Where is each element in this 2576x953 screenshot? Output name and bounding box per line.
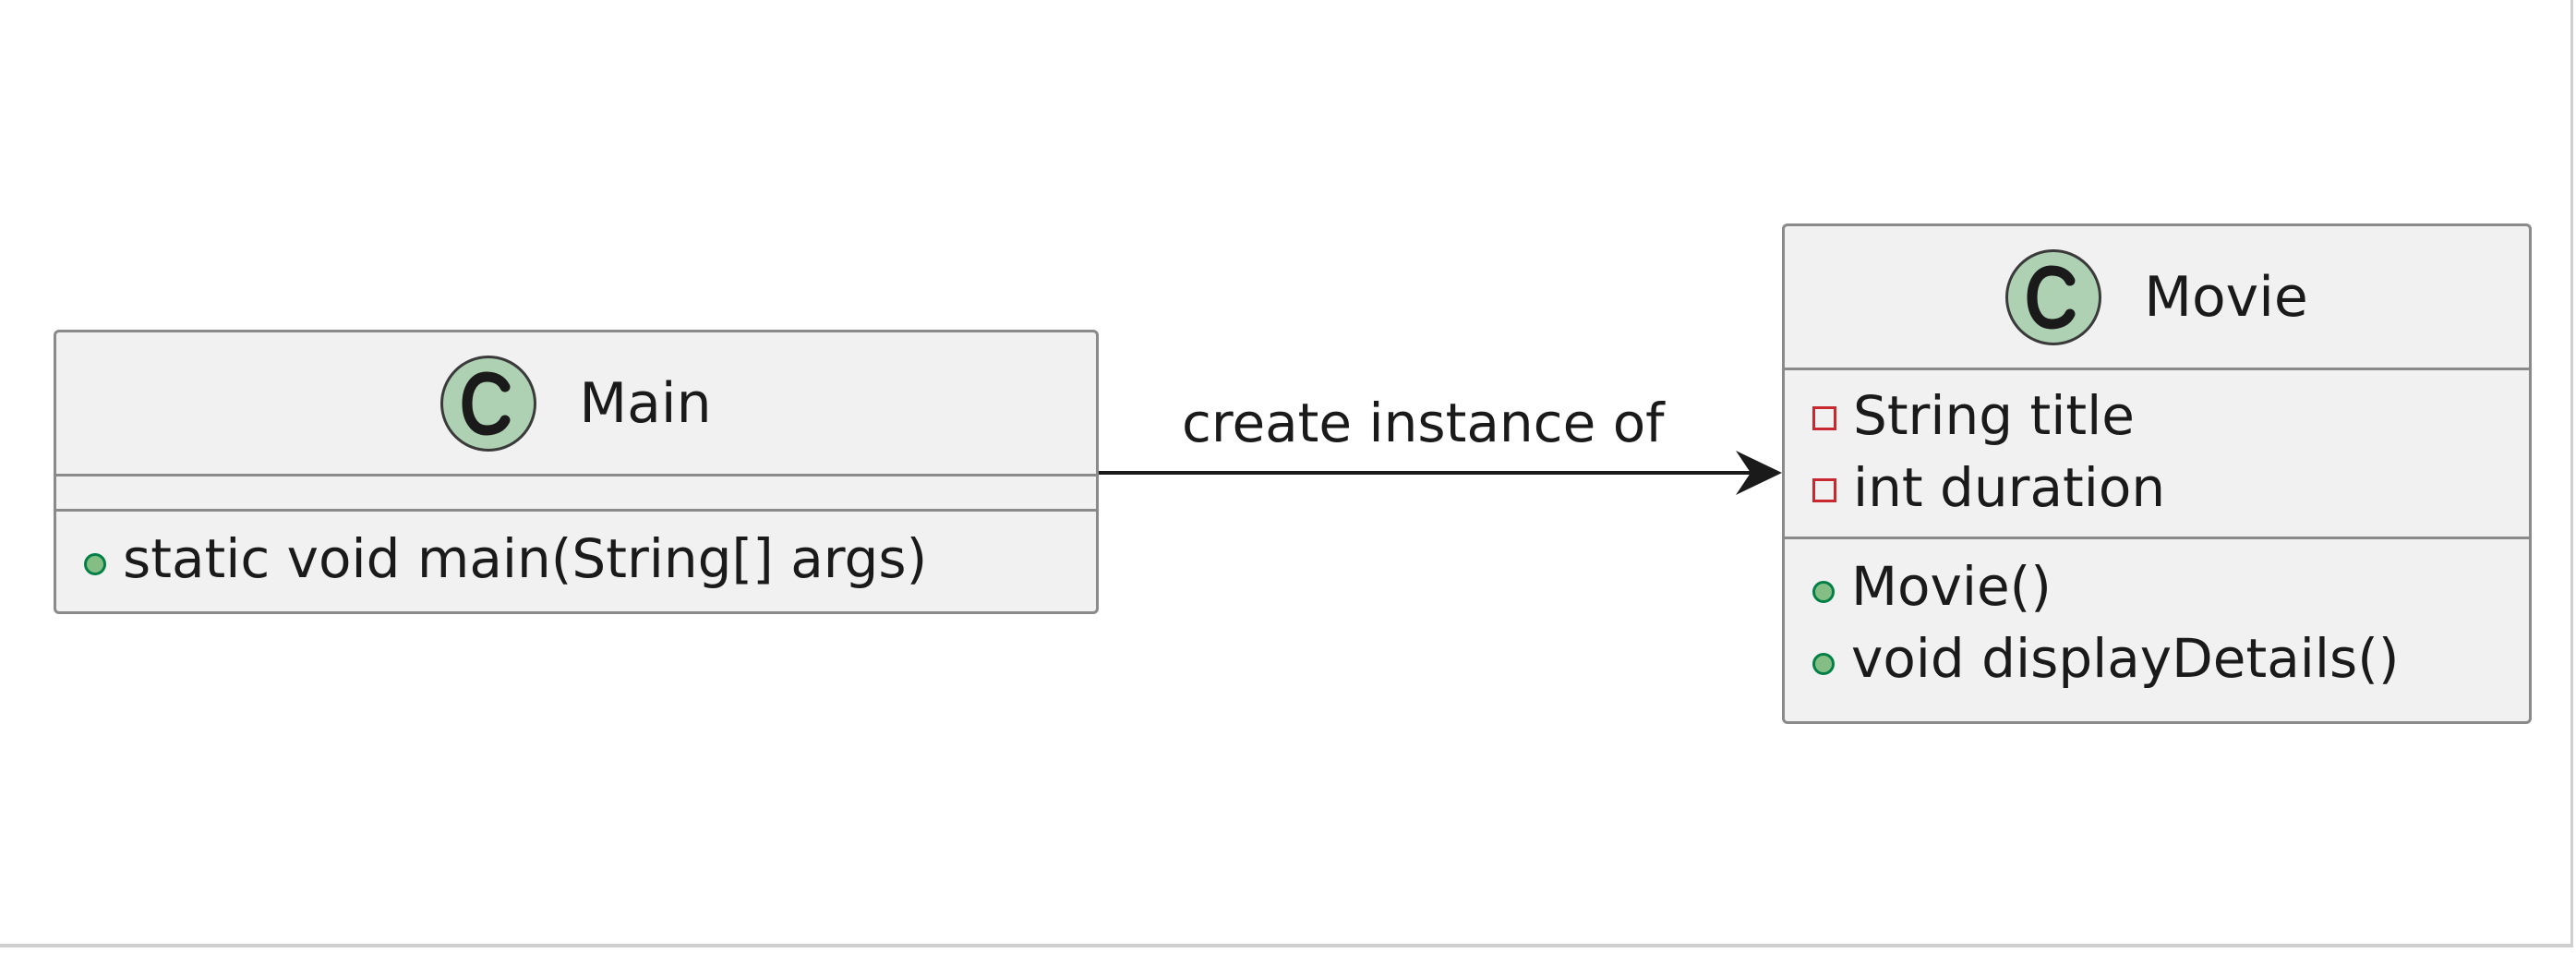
method-text: Movie(): [1851, 555, 2052, 618]
class-stereotype-icon: [440, 355, 537, 452]
class-header: Main: [56, 332, 1096, 476]
method-item: static void main(String[] args): [84, 523, 1096, 595]
class-main[interactable]: Main static void main(String[] args): [54, 330, 1099, 614]
class-movie[interactable]: Movie String title int duration Movie() …: [1782, 223, 2532, 724]
attribute-item: int duration: [1812, 452, 2529, 524]
class-name: Movie: [2144, 264, 2308, 330]
public-visibility-icon: [1812, 653, 1835, 675]
methods-compartment: static void main(String[] args): [56, 512, 1096, 595]
method-item: Movie(): [1812, 550, 2529, 622]
attribute-text: int duration: [1853, 456, 2166, 519]
public-visibility-icon: [1812, 581, 1835, 603]
attribute-text: String title: [1853, 384, 2135, 447]
method-text: static void main(String[] args): [123, 527, 928, 590]
private-visibility-icon: [1812, 478, 1836, 502]
method-text: void displayDetails(): [1851, 627, 2400, 690]
attributes-compartment: [56, 476, 1096, 512]
class-header: Movie: [1785, 226, 2529, 370]
class-stereotype-icon: [2005, 248, 2102, 345]
attributes-compartment: String title int duration: [1785, 370, 2529, 539]
class-name: Main: [579, 370, 712, 436]
relation-label: create instance of: [1182, 392, 1665, 454]
method-item: void displayDetails(): [1812, 622, 2529, 694]
attribute-item: String title: [1812, 380, 2529, 452]
public-visibility-icon: [84, 553, 106, 575]
methods-compartment: Movie() void displayDetails(): [1785, 539, 2529, 694]
private-visibility-icon: [1812, 406, 1836, 430]
